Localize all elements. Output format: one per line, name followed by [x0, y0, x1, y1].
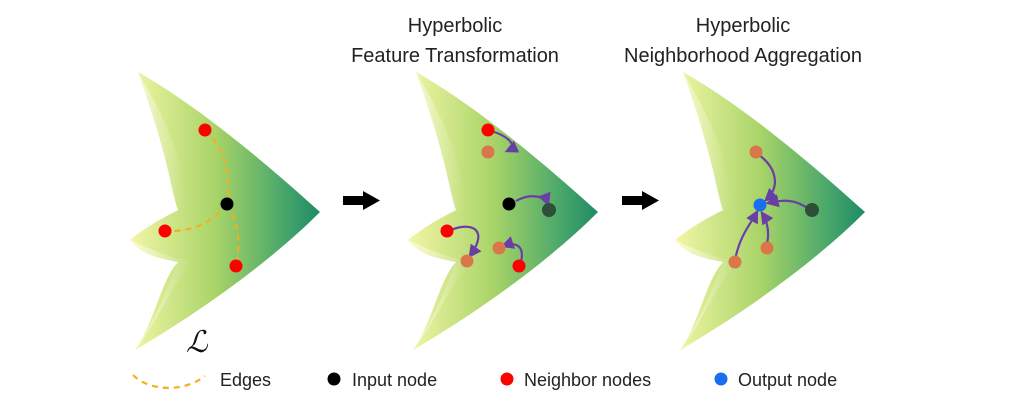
process-arrow-1 — [343, 191, 380, 210]
manifold-symbol: ℒ — [186, 325, 209, 360]
panel3-title-line1: Hyperbolic — [696, 15, 790, 37]
legend-neighbor-nodes-label: Neighbor nodes — [524, 370, 651, 390]
legend-neighbor-nodes-swatch — [500, 372, 514, 386]
panel3-title-line2: Neighborhood Aggregation — [624, 45, 862, 67]
legend-input-node-swatch — [327, 372, 341, 386]
neighbor-node — [481, 123, 495, 137]
legend: Edges Input node Neighbor nodes Output n… — [132, 370, 837, 390]
hyperbolic-manifold-3 — [675, 72, 865, 350]
transform-arrow — [515, 191, 551, 207]
transform-arrow — [450, 225, 482, 259]
panel-graph-on-manifold: ℒ — [130, 72, 320, 360]
neighbor-node — [229, 259, 243, 273]
output-node — [753, 198, 767, 212]
input-node — [220, 197, 234, 211]
legend-edge-swatch — [132, 374, 206, 389]
neighbor-node — [512, 259, 526, 273]
transformed-neighbor-node — [760, 241, 774, 255]
panel-feature-transformation — [408, 72, 598, 350]
hyperbolic-manifold-2 — [408, 72, 598, 350]
neighbor-node — [440, 224, 454, 238]
panel-neighborhood-aggregation — [675, 72, 865, 350]
legend-input-node-label: Input node — [352, 370, 437, 390]
edge — [204, 129, 230, 205]
neighbor-node — [158, 224, 172, 238]
legend-output-node-swatch — [714, 372, 728, 386]
neighbor-node — [198, 123, 212, 137]
panel2-title-line1: Hyperbolic — [408, 15, 502, 37]
process-arrow-2 — [622, 191, 659, 210]
hyperbolic-manifold-1 — [130, 72, 320, 350]
transformed-neighbor-node — [749, 145, 763, 159]
transformed-neighbor-node — [492, 241, 506, 255]
input-node — [502, 197, 516, 211]
transformed-input-node — [542, 203, 556, 217]
transformed-neighbor-node — [460, 254, 474, 268]
panel2-title-line2: Feature Transformation — [351, 45, 559, 67]
transformed-input-node — [805, 203, 819, 217]
legend-edges-label: Edges — [220, 370, 271, 390]
edge — [164, 203, 228, 233]
aggregation-arrow — [733, 209, 759, 261]
legend-output-node-label: Output node — [738, 370, 837, 390]
transformed-neighbor-node — [481, 145, 495, 159]
transformed-neighbor-node — [728, 255, 742, 269]
transform-arrow — [490, 129, 520, 153]
